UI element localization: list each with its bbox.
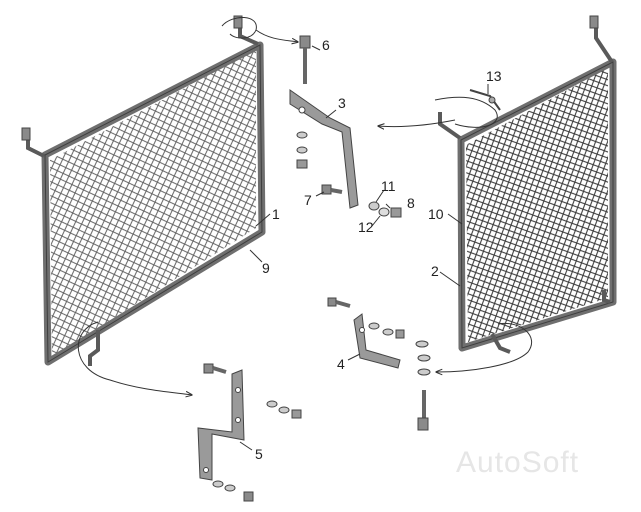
callout-10: 10: [428, 206, 444, 222]
callout-1: 1: [272, 206, 280, 222]
callout-8: 8: [407, 195, 415, 211]
assembly-arrows: [77, 17, 533, 395]
right-grille-hook-left: [438, 112, 462, 140]
right-grille-foot-left: [490, 333, 511, 354]
callout-12: 12: [358, 219, 374, 235]
callout-5: 5: [255, 446, 263, 462]
stud-lower: [417, 390, 429, 431]
bracket-3: [289, 89, 359, 209]
arrow-to-bracket-3: [378, 119, 456, 127]
bracket-4: [353, 313, 401, 369]
callout-13: 13: [486, 68, 502, 84]
left-grille-mesh: [50, 50, 256, 357]
bracket-3-hole: [298, 106, 306, 114]
callout-3: 3: [338, 95, 346, 111]
arrow-top-left: [255, 29, 298, 42]
left-grille-hook-tab: [21, 127, 31, 141]
stud-6: [299, 35, 311, 84]
right-grille-hook-tab: [589, 15, 599, 29]
arrow-to-bracket-4: [436, 322, 533, 372]
bolt-bracket-4: [327, 297, 351, 308]
washer-12: [378, 207, 390, 217]
callout-6: 6: [322, 37, 330, 53]
washer-11: [368, 201, 380, 211]
bracket-4-body: [353, 313, 401, 369]
washer-stack-bracket-5: [212, 400, 302, 502]
leader-lines: [239, 45, 489, 451]
left-grille-hook-tab-top: [233, 15, 243, 29]
right-grille: [438, 15, 617, 354]
arrow-loop-right: [434, 96, 498, 128]
bolt-7: [321, 184, 343, 195]
left-grille-frame-edge: [44, 44, 263, 363]
callout-11: 11: [381, 178, 396, 194]
bracket-5-body: [197, 369, 245, 481]
nut-8: [390, 207, 402, 218]
right-grille-frame-edge: [460, 61, 614, 349]
washer-stack-top: [296, 131, 308, 169]
callout-7: 7: [304, 192, 312, 208]
watermark: AutoSoft: [456, 446, 579, 479]
right-grille-mesh: [466, 68, 608, 342]
right-grille-foot-right: [602, 290, 611, 304]
callout-4: 4: [337, 356, 345, 372]
bracket-5: [197, 369, 245, 481]
left-grille-foot: [88, 330, 100, 366]
callout-labels: 1 2 3 4 5 6 7 8 9 10 11 12 13: [255, 37, 502, 462]
clip-13: [469, 89, 501, 111]
bolt-bracket-5-top: [203, 363, 227, 374]
callout-9: 9: [262, 260, 270, 276]
callout-2: 2: [431, 263, 439, 279]
arrow-to-bracket-5: [77, 321, 192, 395]
stud-6-head: [299, 35, 311, 49]
washer-stack-bracket-4: [368, 322, 431, 376]
left-grille: [21, 15, 266, 366]
